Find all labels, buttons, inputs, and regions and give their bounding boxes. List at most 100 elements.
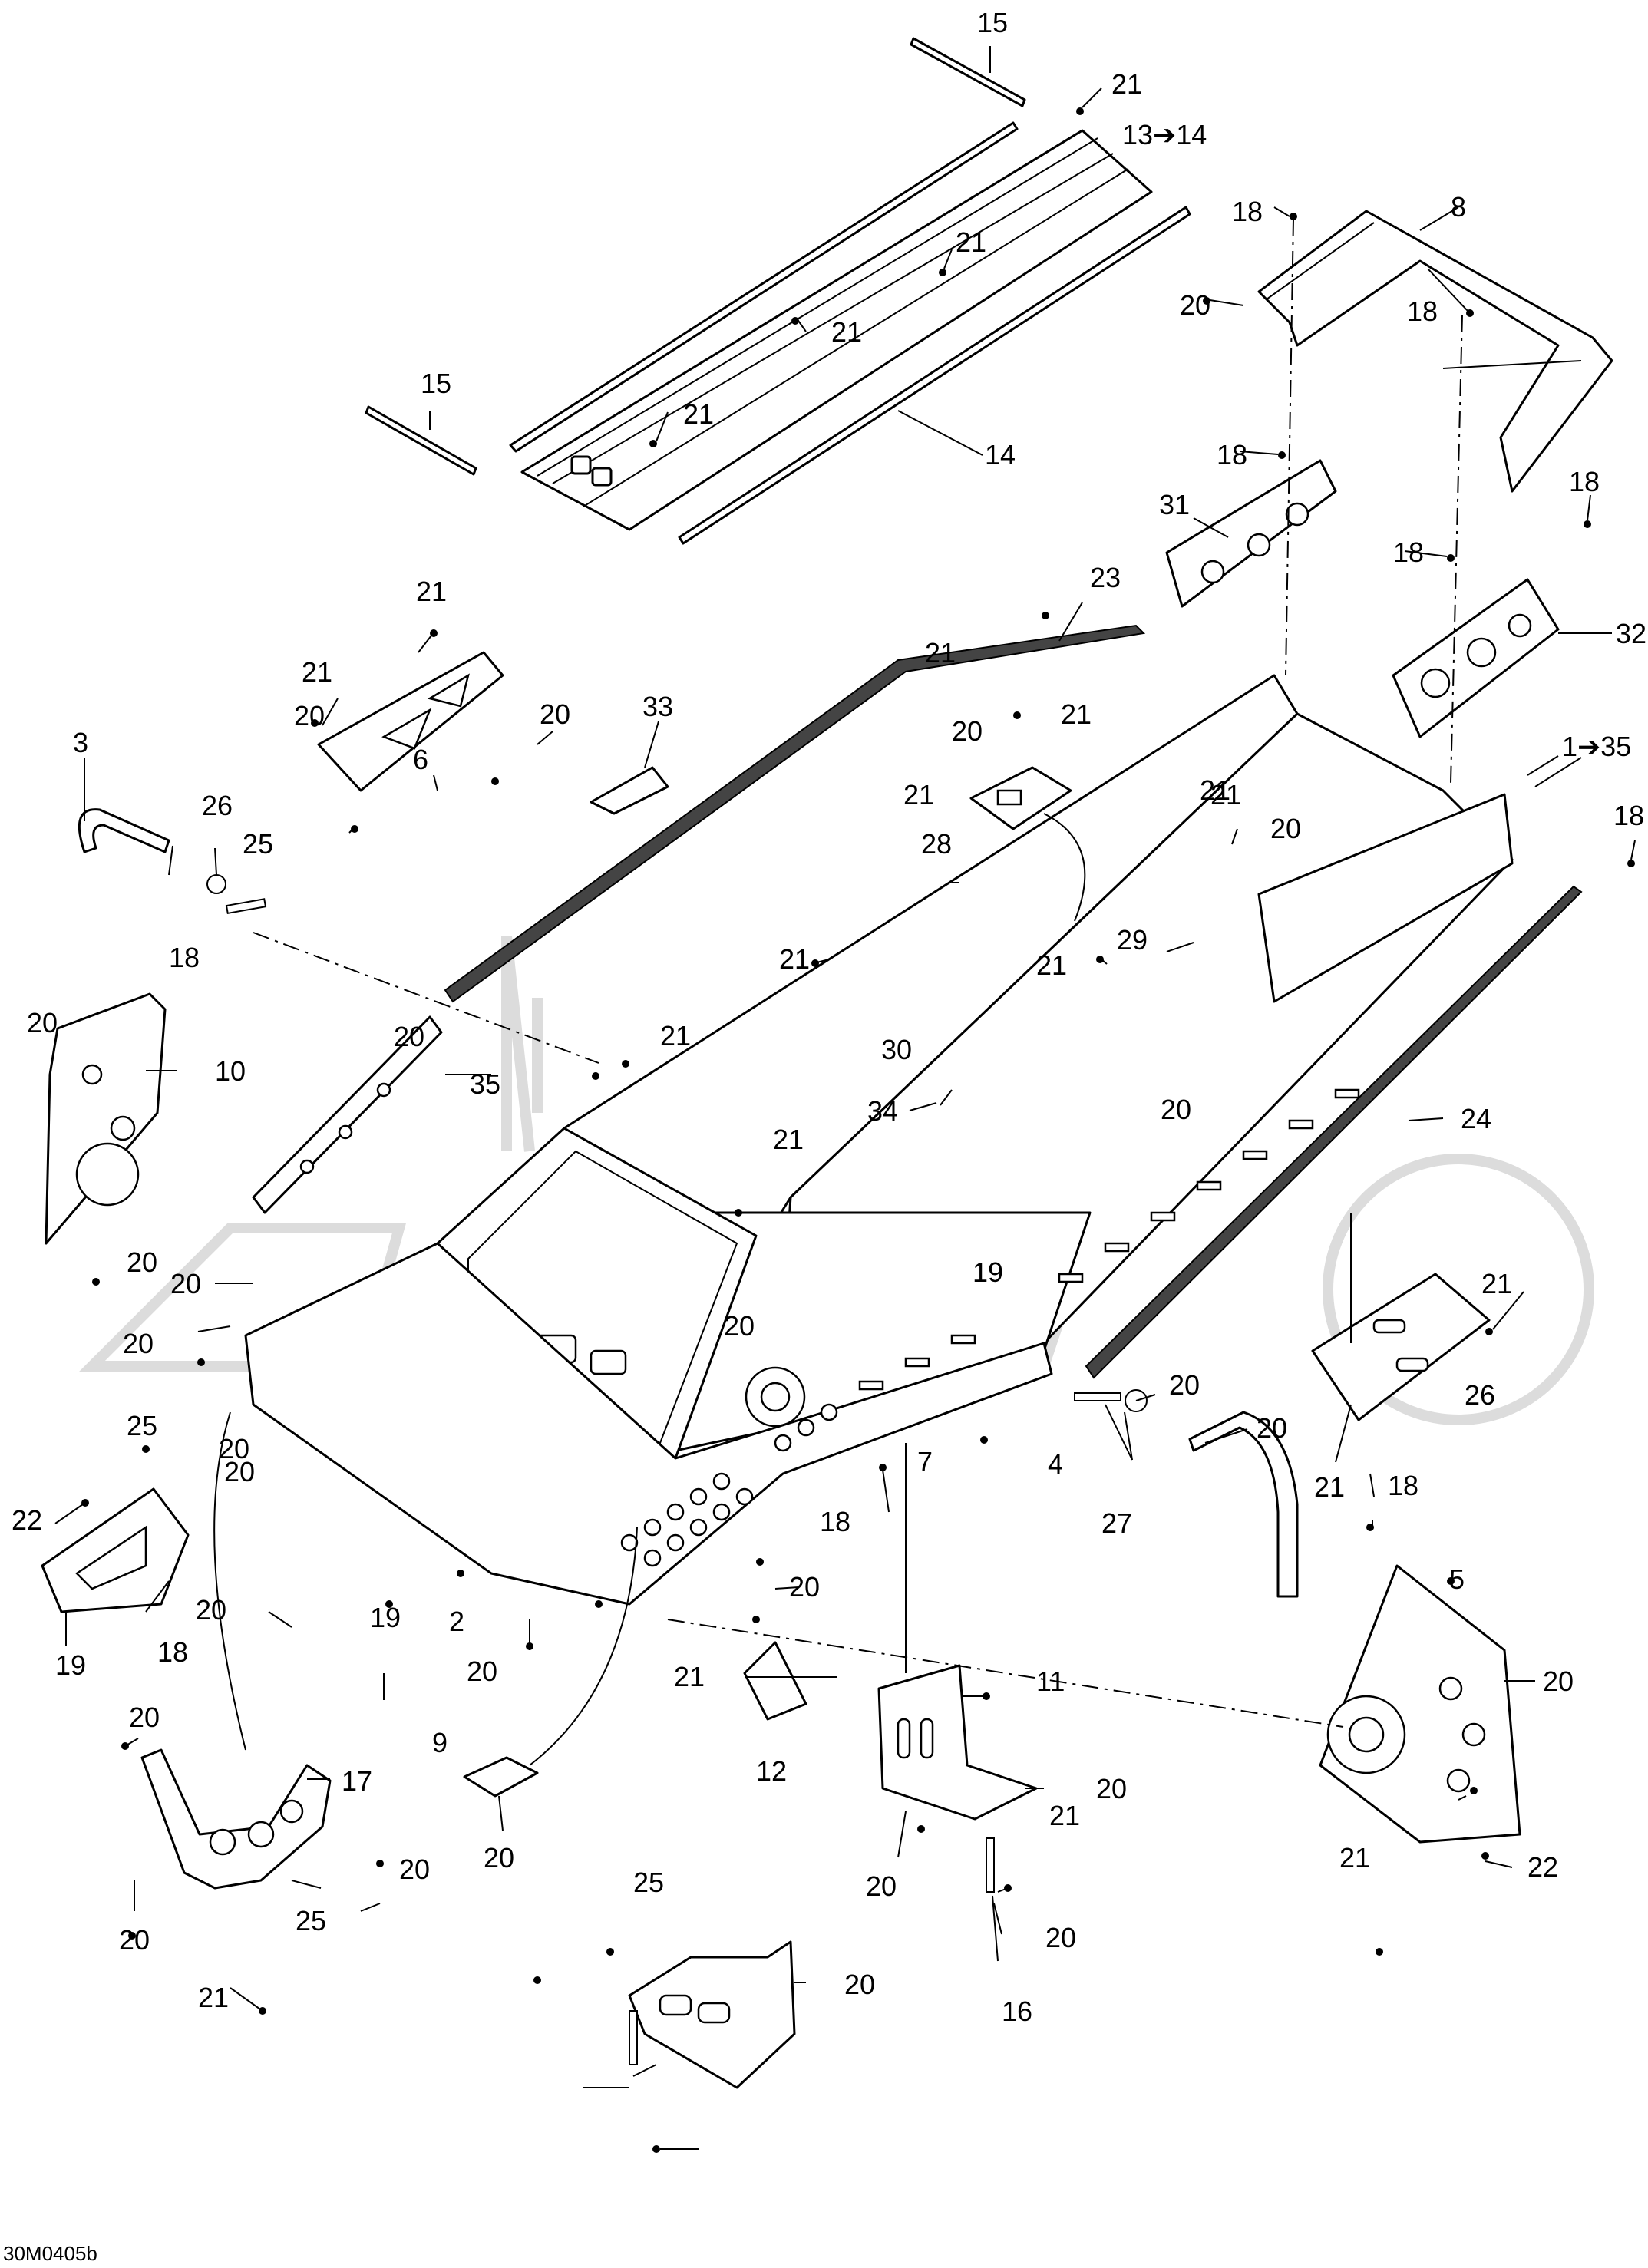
callout-label: 20 [1169,1369,1200,1401]
drawing-code: 30M0405b [3,2242,97,2265]
callout-label: 18 [1393,536,1424,568]
callout-label: 20 [224,1456,255,1487]
callout-label: 21 [956,226,986,258]
callout-label: 20 [27,1007,58,1038]
callout-label: 20 [484,1842,514,1873]
callout-label: 20 [1180,289,1210,321]
callout-label: 20 [119,1924,150,1956]
callout-label: 20 [789,1571,820,1603]
callout-label: 19 [370,1602,401,1633]
bracket-31 [1165,459,1337,608]
callout-label: 34 [867,1095,898,1127]
callout-label: 21 [1200,774,1230,806]
callout-label: 21 [779,943,810,975]
bracket-16 [628,1940,796,2089]
callout-label: 20 [399,1854,430,1885]
callout-label: 20 [467,1656,497,1687]
callout-label: 21 [1481,1268,1512,1299]
bracket-35 [252,1015,443,1214]
callout-label: 20 [294,700,325,731]
tunnel-cover-assembly [365,37,1191,545]
callout-label: 22 [1527,1851,1558,1883]
callout-label: 20 [724,1310,755,1342]
callout-label: 15 [421,368,451,399]
callout-label: 21 [831,316,862,348]
callout-label: 21 [302,656,332,688]
bracket-33 [590,766,669,815]
callout-label: 18 [1407,295,1438,327]
callout-label: 28 [921,828,952,860]
callout-label: 21 [683,398,714,430]
rail-24 [1085,885,1583,1379]
bracket-32 [1392,578,1560,738]
strip-15-left [365,405,477,476]
callout-label: 9 [432,1727,448,1758]
callout-label: 20 [1257,1412,1287,1444]
callout-label: 21 [1036,949,1067,981]
callout-label: 21 [660,1020,691,1051]
callout-labels: 15 21 13➔14 21 18 8 18 20 21 15 21 14 18… [12,7,1646,2027]
callout-label: 21 [1049,1800,1080,1831]
callout-label: 14 [985,439,1016,470]
footboard [244,1088,1360,1606]
callout-label: 20 [1045,1922,1076,1953]
callout-label: 32 [1616,618,1646,649]
callout-label: 20 [844,1969,875,2000]
callout-label: 20 [1161,1094,1191,1125]
callout-label: 24 [1461,1103,1491,1134]
callout-label: 23 [1090,562,1121,593]
callout-label: 33 [642,691,673,722]
callout-label: 2 [449,1606,464,1637]
callout-label: 18 [157,1636,188,1668]
callout-label: 20 [123,1328,154,1359]
callout-label: 8 [1451,191,1466,223]
callout-label: 20 [1270,813,1301,844]
callout-label: 11 [1036,1666,1065,1697]
callout-label: 26 [202,790,233,821]
callout-label: 21 [903,779,934,810]
rear-bumper-part [1257,210,1613,493]
callout-label: 20 [540,698,570,730]
callout-label: 12 [756,1755,787,1787]
callout-label: 20 [170,1268,201,1299]
callout-label: 1➔35 [1562,731,1631,762]
callout-label: 21 [773,1124,804,1155]
strip-15-top [910,37,1026,107]
callout-label: 18 [1232,196,1263,227]
bracket-7 [1311,1273,1491,1421]
tunnel-cover-part [520,129,1153,531]
bumper-loop-4 [1188,1411,1299,1598]
bracket-5 [743,1641,807,1721]
callout-label: 21 [1061,698,1092,730]
plate-10 [45,992,167,1245]
callout-label: 21 [198,1982,229,2013]
callout-label: 18 [820,1506,850,1537]
callout-label: 19 [55,1649,86,1681]
callout-label: 25 [243,828,273,860]
callout-label: 25 [296,1905,326,1936]
callout-label: 17 [342,1765,372,1797]
callout-label: 21 [1210,779,1241,810]
bracket-17 [877,1664,1038,1821]
callout-label: 20 [866,1870,897,1902]
assembly-axes [213,218,1463,1766]
callout-label: 18 [1388,1470,1418,1501]
callout-label: 7 [917,1446,933,1477]
bracket-12 [463,1756,539,1798]
callout-label: 21 [1314,1471,1345,1503]
callout-label: 15 [977,7,1008,38]
callout-label: 31 [1159,489,1190,520]
callout-label: 13➔14 [1122,119,1207,150]
callout-label: 26 [1465,1379,1495,1411]
callout-label: 22 [12,1504,42,1536]
callout-label: 18 [169,942,200,973]
callout-label: 21 [416,576,447,607]
callout-label: 20 [394,1021,424,1052]
callout-label: 21 [674,1661,705,1692]
callout-label: 10 [215,1055,246,1087]
leader-lines [54,46,1636,2150]
callout-label: 35 [470,1068,500,1100]
callout-label: 20 [129,1702,160,1733]
callout-label: 6 [413,744,428,775]
